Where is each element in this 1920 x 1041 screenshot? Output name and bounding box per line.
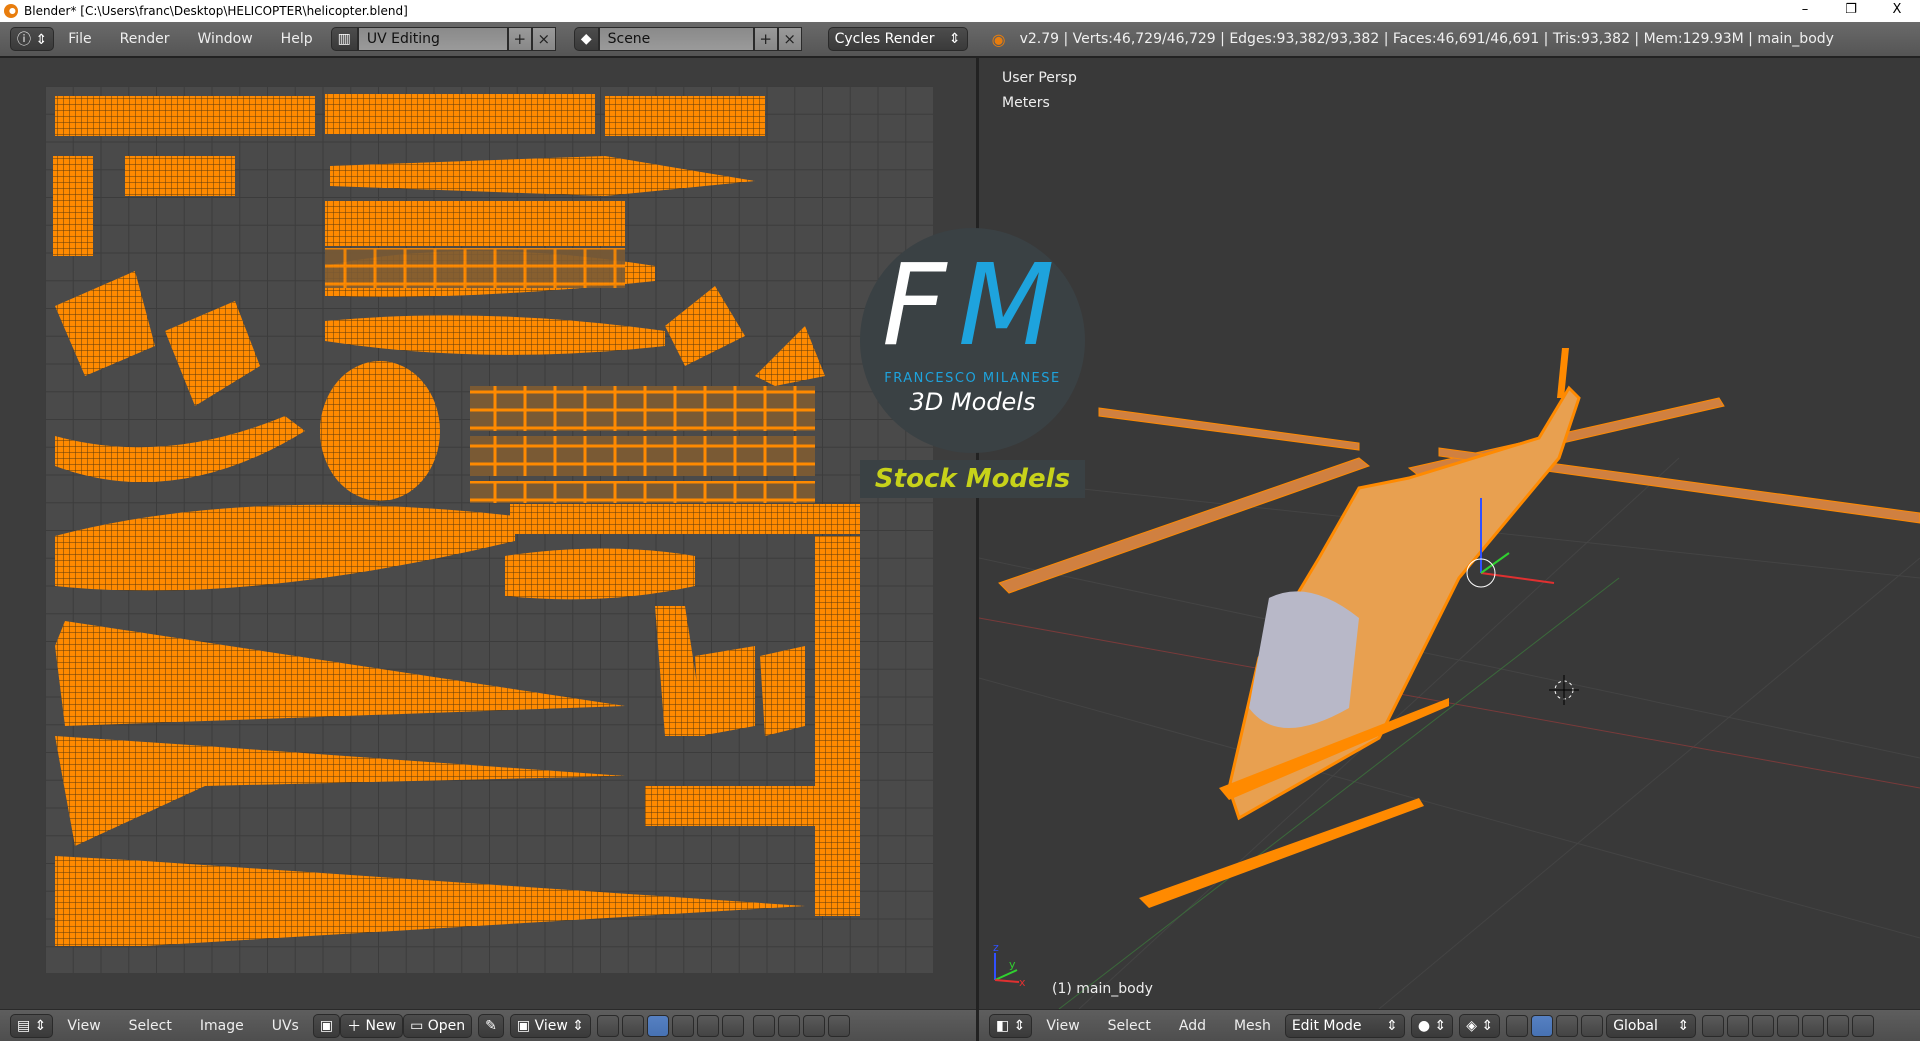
- blender-logo-icon: [4, 4, 18, 18]
- image-browse-button[interactable]: ▣: [312, 1013, 341, 1038]
- edge-select-icon[interactable]: [672, 1014, 695, 1037]
- blender-icon: ◉: [991, 29, 1006, 49]
- sticky-select-icon[interactable]: [753, 1014, 776, 1037]
- x-axis-line: [979, 617, 1920, 789]
- rotate-manipulator-icon[interactable]: [1556, 1014, 1579, 1037]
- logo-banner: Stock Models: [860, 460, 1085, 498]
- translate-manipulator-icon[interactable]: [1531, 1014, 1554, 1037]
- transform-manipulator: [1466, 498, 1555, 588]
- render-engine-select[interactable]: Cycles Render⇕: [827, 27, 968, 51]
- new-image-label: New: [365, 1017, 397, 1034]
- logo-initial-m: M: [958, 241, 1055, 371]
- viewport-menu-add[interactable]: Add: [1178, 1017, 1206, 1034]
- uv-menu-image[interactable]: Image: [199, 1017, 244, 1034]
- axis-z-label: z: [993, 941, 999, 954]
- uv-image-editor[interactable]: [0, 58, 976, 1008]
- shading-select[interactable]: ● ⇕: [1410, 1013, 1454, 1038]
- uv-editor-header: ▤ ⇕ View Select Image UVs ▣ ＋ New ▭ Open…: [0, 1009, 976, 1041]
- layout-select[interactable]: UV Editing: [357, 27, 508, 51]
- face-mode-icon[interactable]: [1752, 1014, 1775, 1037]
- occlude-geometry-icon[interactable]: [1777, 1014, 1800, 1037]
- uv-view-select[interactable]: ▣ View ⇕: [509, 1013, 592, 1038]
- active-object-label: (1) main_body: [1052, 981, 1153, 997]
- axis-y-label: y: [1009, 958, 1016, 971]
- scene-canvas: z y x: [979, 348, 1920, 1009]
- uv-view-label: View: [534, 1017, 568, 1034]
- remove-scene-button[interactable]: ×: [777, 27, 802, 51]
- units-label: Meters: [1002, 95, 1050, 111]
- editor-type-3d-button[interactable]: ◧ ⇕: [989, 1013, 1033, 1038]
- viewport-menu-select[interactable]: Select: [1107, 1017, 1151, 1034]
- snap-toggle-icon[interactable]: [1827, 1014, 1850, 1037]
- minimize-button[interactable]: –: [1801, 2, 1809, 17]
- menu-window[interactable]: Window: [197, 31, 253, 47]
- mode-label: Edit Mode: [1291, 1017, 1362, 1034]
- snap-icon[interactable]: [803, 1014, 826, 1037]
- add-scene-button[interactable]: +: [753, 27, 778, 51]
- editor-type-info-button[interactable]: ⓘ ⇕: [10, 27, 55, 51]
- vertex-select-icon[interactable]: [647, 1014, 670, 1037]
- open-image-button[interactable]: ▭ Open: [403, 1013, 473, 1038]
- editor-type-image-button[interactable]: ▤ ⇕: [10, 1013, 54, 1038]
- edge-mode-icon[interactable]: [1727, 1014, 1750, 1037]
- vertex-mode-icon[interactable]: [1702, 1014, 1725, 1037]
- 3d-viewport[interactable]: z y x User Persp Meters (1) main_body: [979, 58, 1920, 1009]
- scene-stats: v2.79 | Verts:46,729/46,729 | Edges:93,3…: [1019, 31, 1834, 47]
- manipulator-toggle-icon[interactable]: [1506, 1014, 1529, 1037]
- pivot-select[interactable]: ◈ ⇕: [1459, 1013, 1501, 1038]
- uv-island-group: [53, 94, 860, 946]
- axis-gizmo-icon: [994, 953, 1020, 983]
- layout-icon[interactable]: ▥: [330, 27, 358, 51]
- face-select-icon[interactable]: [697, 1014, 720, 1037]
- render-engine-label: Cycles Render: [834, 31, 935, 47]
- close-button[interactable]: X: [1892, 2, 1902, 17]
- open-image-label: Open: [427, 1017, 466, 1034]
- helicopter-model: [998, 348, 1920, 908]
- maximize-button[interactable]: ❐: [1845, 2, 1857, 17]
- info-header: ⓘ ⇕ File Render Window Help ▥ UV Editing…: [0, 22, 1920, 58]
- island-select-icon[interactable]: [722, 1014, 745, 1037]
- viewport-menu-mesh[interactable]: Mesh: [1233, 1017, 1271, 1034]
- remove-layout-button[interactable]: ×: [531, 27, 556, 51]
- window-titlebar: Blender* [C:\Users\franc\Desktop\HELICOP…: [0, 0, 1920, 22]
- snap-element-icon[interactable]: [1852, 1014, 1875, 1037]
- menu-help[interactable]: Help: [280, 31, 313, 47]
- proportional-editing-icon[interactable]: [1802, 1014, 1825, 1037]
- uv-menu-view[interactable]: View: [67, 1017, 101, 1034]
- uv-menu-select[interactable]: Select: [128, 1017, 172, 1034]
- viewport-header: ◧ ⇕ View Select Add Mesh Edit Mode⇕ ● ⇕ …: [979, 1009, 1920, 1041]
- uv-layout-canvas[interactable]: [45, 86, 933, 973]
- menu-file[interactable]: File: [68, 31, 92, 47]
- axis-x-label: x: [1019, 976, 1026, 989]
- uv-islands: [53, 94, 860, 946]
- menu-render[interactable]: Render: [119, 31, 170, 47]
- orientation-label: Global: [1613, 1017, 1658, 1034]
- logo-subtitle: 3D Models: [909, 388, 1036, 416]
- viewport-menu-view[interactable]: View: [1046, 1017, 1080, 1034]
- watermark-logo: F M FRANCESCO MILANESE 3D Models Stock M…: [860, 228, 1085, 498]
- orientation-select[interactable]: Global⇕: [1606, 1013, 1697, 1038]
- snap-target-icon[interactable]: [828, 1014, 851, 1037]
- window-title: Blender* [C:\Users\franc\Desktop\HELICOP…: [24, 4, 408, 18]
- 3d-cursor-icon: [1549, 675, 1579, 705]
- scene-icon[interactable]: ◆: [573, 27, 599, 51]
- scale-manipulator-icon[interactable]: [1581, 1014, 1604, 1037]
- view-name: User Persp: [1002, 70, 1077, 86]
- sync-selection-icon[interactable]: [622, 1014, 645, 1037]
- y-axis-line: [1058, 577, 1620, 1009]
- mode-select[interactable]: Edit Mode⇕: [1284, 1013, 1405, 1038]
- scene-select[interactable]: Scene: [598, 27, 754, 51]
- add-layout-button[interactable]: +: [507, 27, 532, 51]
- pin-icon[interactable]: ✎: [478, 1013, 504, 1038]
- proportional-edit-icon[interactable]: [778, 1014, 801, 1037]
- logo-name: FRANCESCO MILANESE: [884, 371, 1061, 386]
- new-image-button[interactable]: ＋ New: [340, 1013, 404, 1038]
- pivot-icon[interactable]: [597, 1014, 620, 1037]
- logo-initial-f: F: [882, 241, 947, 371]
- uv-menu-uvs[interactable]: UVs: [271, 1017, 299, 1034]
- uv-island-panels: [325, 248, 815, 503]
- area-divider[interactable]: [976, 58, 979, 1041]
